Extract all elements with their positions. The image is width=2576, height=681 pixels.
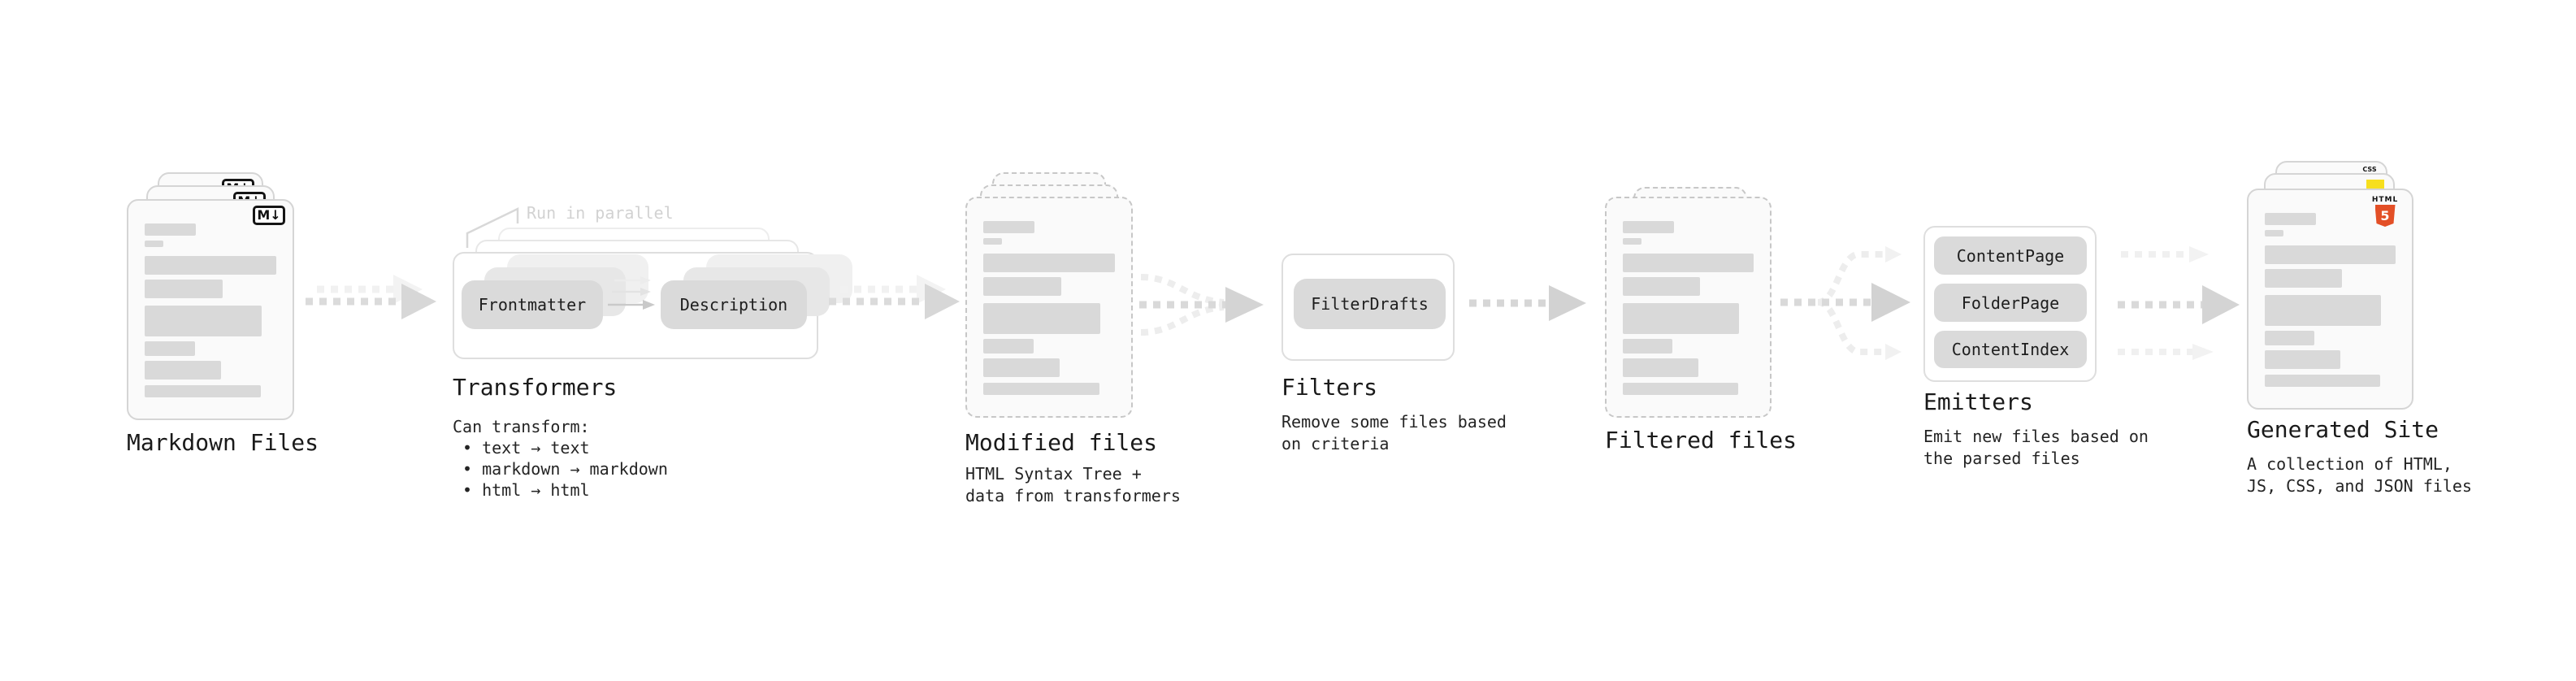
placeholder-bar: [1623, 339, 1673, 354]
placeholder-bar: [1623, 221, 1674, 233]
modified-files-description: HTML Syntax Tree + data from transformer…: [965, 464, 1181, 505]
markdown-file-card-front: M↓: [127, 199, 294, 420]
placeholder-bar: [2265, 230, 2283, 236]
can-transform-title: Can transform:: [453, 417, 590, 436]
placeholder-bar: [983, 221, 1035, 233]
placeholder-bar: [1623, 238, 1641, 245]
placeholder-bar: [2265, 295, 2382, 326]
frontmatter-pill: Frontmatter: [462, 280, 603, 329]
html5-icon: HTML 5: [2366, 196, 2405, 227]
placeholder-bar: [2265, 245, 2396, 264]
placeholder-bar: [145, 241, 163, 247]
filtered-files-label: Filtered files: [1605, 427, 1798, 453]
frontmatter-to-description-arrows: [608, 276, 655, 310]
placeholder-bar: [983, 383, 1099, 395]
placeholder-bar: [2265, 269, 2342, 288]
placeholder-bar: [1623, 277, 1700, 296]
placeholder-bar: [983, 254, 1115, 272]
arrow-markdown-to-transformers: [306, 275, 436, 319]
emitters-label: Emitters: [1923, 388, 2033, 415]
document-placeholder-lines: [967, 198, 1131, 395]
placeholder-bar: [983, 303, 1101, 334]
arrow-filters-to-filtered: [1469, 285, 1586, 321]
placeholder-bar: [1623, 358, 1699, 377]
placeholder-bar: [2265, 350, 2341, 369]
placeholder-bar: [1623, 303, 1740, 334]
generated-file-card-front: HTML 5: [2247, 189, 2413, 410]
run-in-parallel-annotation: Run in parallel: [527, 203, 674, 223]
placeholder-bar: [145, 223, 197, 236]
generated-site-description: A collection of HTML, JS, CSS, and JSON …: [2247, 454, 2472, 496]
placeholder-bar: [1623, 254, 1754, 272]
placeholder-bar: [983, 339, 1034, 354]
transformers-description: Can transform: • text → text • markdown …: [453, 416, 668, 501]
placeholder-bar: [145, 385, 261, 397]
transform-bullet: • text → text: [462, 438, 590, 458]
placeholder-bar: [145, 341, 195, 356]
description-pill: Description: [661, 280, 807, 329]
folderpage-pill: FolderPage: [1934, 284, 2087, 322]
transform-bullet: • html → html: [462, 480, 590, 500]
contentindex-pill: ContentIndex: [1934, 331, 2087, 368]
filters-description: Remove some files based on criteria: [1281, 412, 1507, 453]
document-placeholder-lines: [2249, 190, 2412, 387]
document-placeholder-lines: [128, 201, 293, 397]
placeholder-bar: [983, 238, 1002, 245]
arrow-modified-to-filters-converge: [1139, 274, 1264, 336]
arrow-filtered-to-emitters-diverge: [1780, 246, 1910, 360]
filters-label: Filters: [1281, 374, 1378, 401]
contentpage-pill: ContentPage: [1934, 236, 2087, 275]
placeholder-bar: [983, 277, 1061, 296]
placeholder-bar: [145, 280, 223, 298]
javascript-icon: [2366, 180, 2384, 191]
generated-site-label: Generated Site: [2247, 416, 2439, 443]
transformers-label: Transformers: [453, 374, 618, 401]
emitters-description: Emit new files based on the parsed files: [1923, 427, 2149, 468]
filtered-file-card-front: [1605, 197, 1772, 418]
arrow-transformers-to-modified: [829, 275, 960, 319]
placeholder-bar: [1623, 383, 1738, 395]
placeholder-bar: [145, 306, 262, 336]
placeholder-bar: [145, 256, 276, 275]
modified-file-card-front: [965, 197, 1133, 418]
placeholder-bar: [145, 361, 221, 380]
placeholder-bar: [2265, 213, 2316, 225]
placeholder-bar: [2265, 331, 2315, 345]
markdown-icon: M↓: [253, 206, 285, 225]
placeholder-bar: [2265, 375, 2380, 387]
run-in-parallel-callout-line: [466, 207, 519, 248]
transform-bullet: • markdown → markdown: [462, 459, 668, 479]
filterdrafts-pill: FilterDrafts: [1294, 279, 1446, 329]
markdown-files-label: Markdown Files: [127, 429, 319, 456]
placeholder-bar: [983, 358, 1060, 377]
document-placeholder-lines: [1607, 198, 1770, 395]
modified-files-label: Modified files: [965, 429, 1158, 456]
arrow-emitters-to-generated: [2118, 246, 2240, 360]
